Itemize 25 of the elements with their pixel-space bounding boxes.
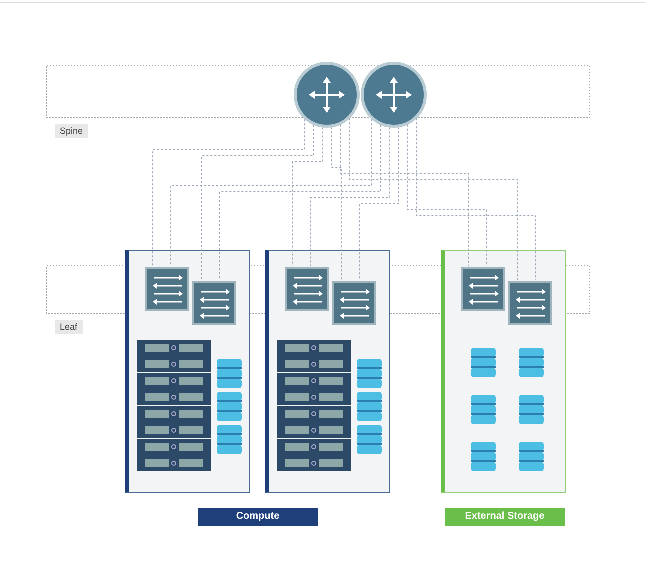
switch-box — [332, 281, 376, 325]
tier-label: Leaf — [55, 320, 83, 334]
compute-rack — [125, 250, 250, 493]
compute-rack — [265, 250, 390, 493]
storage-rack — [441, 250, 566, 493]
switch-box — [285, 267, 329, 311]
connector-line — [408, 124, 488, 266]
switch-box — [192, 281, 236, 325]
connector-line — [340, 124, 470, 266]
connector-line — [292, 127, 324, 266]
connector-line — [350, 118, 518, 280]
connector-line — [416, 118, 536, 280]
connector-line — [170, 119, 372, 266]
compute-label-bar: Compute — [198, 508, 318, 526]
switch-box — [145, 267, 189, 311]
tier-label: Spine — [55, 124, 88, 138]
connector-line — [152, 119, 306, 266]
switch-box — [461, 267, 505, 311]
storage-label-bar: External Storage — [445, 508, 565, 526]
connector-line — [220, 124, 382, 280]
switch-box — [508, 281, 552, 325]
connector-line — [310, 127, 390, 266]
connector-line — [202, 124, 314, 280]
connector-line — [332, 127, 342, 280]
connector-line — [360, 127, 400, 280]
